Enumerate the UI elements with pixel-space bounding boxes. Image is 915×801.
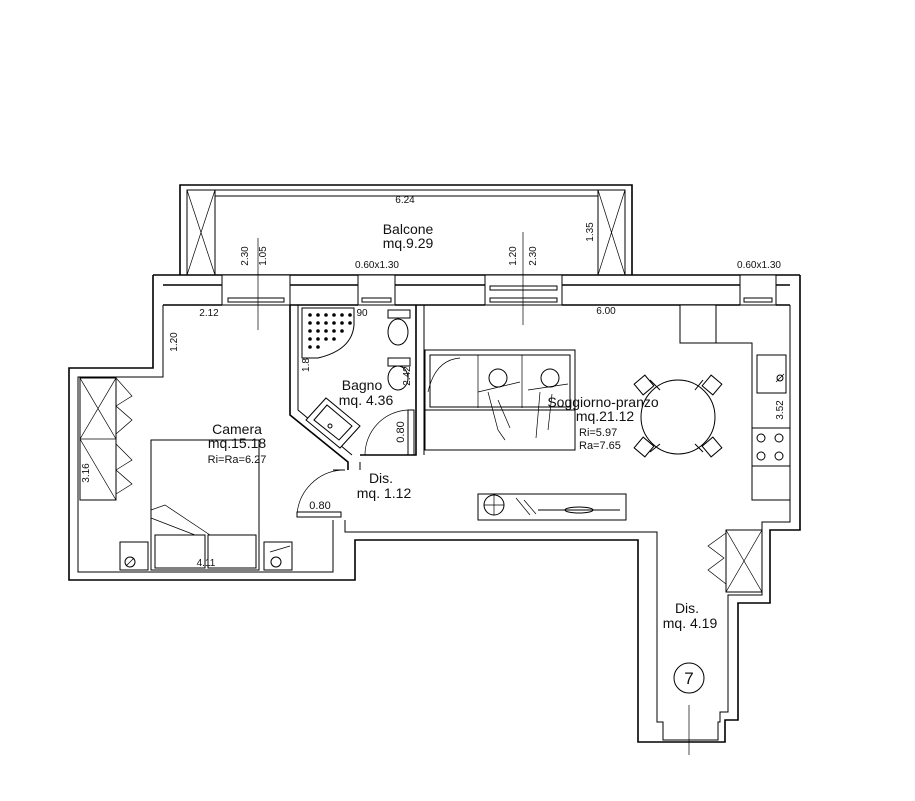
dim-window-left-h1: 2.30 (240, 246, 251, 266)
dim-window-left-h2: 1.05 (258, 246, 269, 266)
soggiorno-furniture (424, 304, 791, 521)
dis2-area: mq. 4.19 (663, 615, 718, 631)
soggiorno-area: mq.21.12 (576, 408, 635, 424)
dim-window-mid-h2: 2.30 (528, 246, 539, 266)
dim-camera-width: 2.12 (199, 308, 219, 319)
camera-furniture (79, 377, 293, 571)
dim-dis-door: 0.80 (309, 500, 330, 512)
dimension-labels: 6.24 1.35 2.30 1.05 1.20 2.30 0.60x1.30 … (81, 195, 786, 569)
dim-bagno-side: 2.42 (402, 366, 413, 386)
dim-bagno-width: 90 (356, 308, 368, 319)
unit-number-circle (673, 662, 705, 694)
dim-bagno-small: 1.8 (301, 358, 312, 372)
dim-window-bagno: 0.60x1.30 (355, 260, 399, 271)
soggiorno-ra: Ra=7.65 (579, 440, 621, 452)
shower-dots (308, 313, 352, 349)
dim-balcone-width: 6.24 (395, 195, 415, 206)
soggiorno-name: Soggiorno-pranzo (547, 394, 659, 410)
dim-soggiorno-width: 6.00 (596, 306, 616, 317)
dis1-area: mq. 1.12 (357, 485, 412, 501)
unit-number: 7 (684, 669, 693, 688)
dim-camera-bottom: 4.11 (197, 558, 216, 569)
bagno-area: mq. 4.36 (339, 392, 394, 408)
dim-soggiorno-side: 3.52 (775, 400, 786, 420)
dis2-name: Dis. (675, 600, 699, 616)
balcone-area: mq.9.29 (383, 235, 434, 251)
dim-window-kitchen: 0.60x1.30 (737, 260, 781, 271)
balcone-name: Balcone (383, 221, 434, 237)
bagno-name: Bagno (342, 377, 383, 393)
balcony (179, 184, 633, 276)
camera-area: mq.15.18 (208, 435, 267, 451)
camera-name: Camera (212, 421, 262, 437)
dim-camera-depth: 1.20 (169, 332, 180, 352)
windows (221, 232, 777, 755)
dim-balcone-depth: 1.35 (585, 222, 596, 242)
dim-window-mid-h1: 1.20 (508, 246, 519, 266)
camera-ratio: Ri=Ra=6.27 (208, 454, 267, 466)
dim-camera-wall: 3.16 (81, 463, 92, 483)
bagno-fixtures (301, 307, 411, 449)
dis1-name: Dis. (369, 470, 393, 486)
soggiorno-ri: Ri=5.97 (579, 427, 617, 439)
dim-bagno-door: 0.80 (395, 421, 407, 442)
dis-wardrobe (673, 529, 763, 694)
room-labels: Balcone mq.9.29 Camera mq.15.18 Ri=Ra=6.… (208, 221, 718, 688)
